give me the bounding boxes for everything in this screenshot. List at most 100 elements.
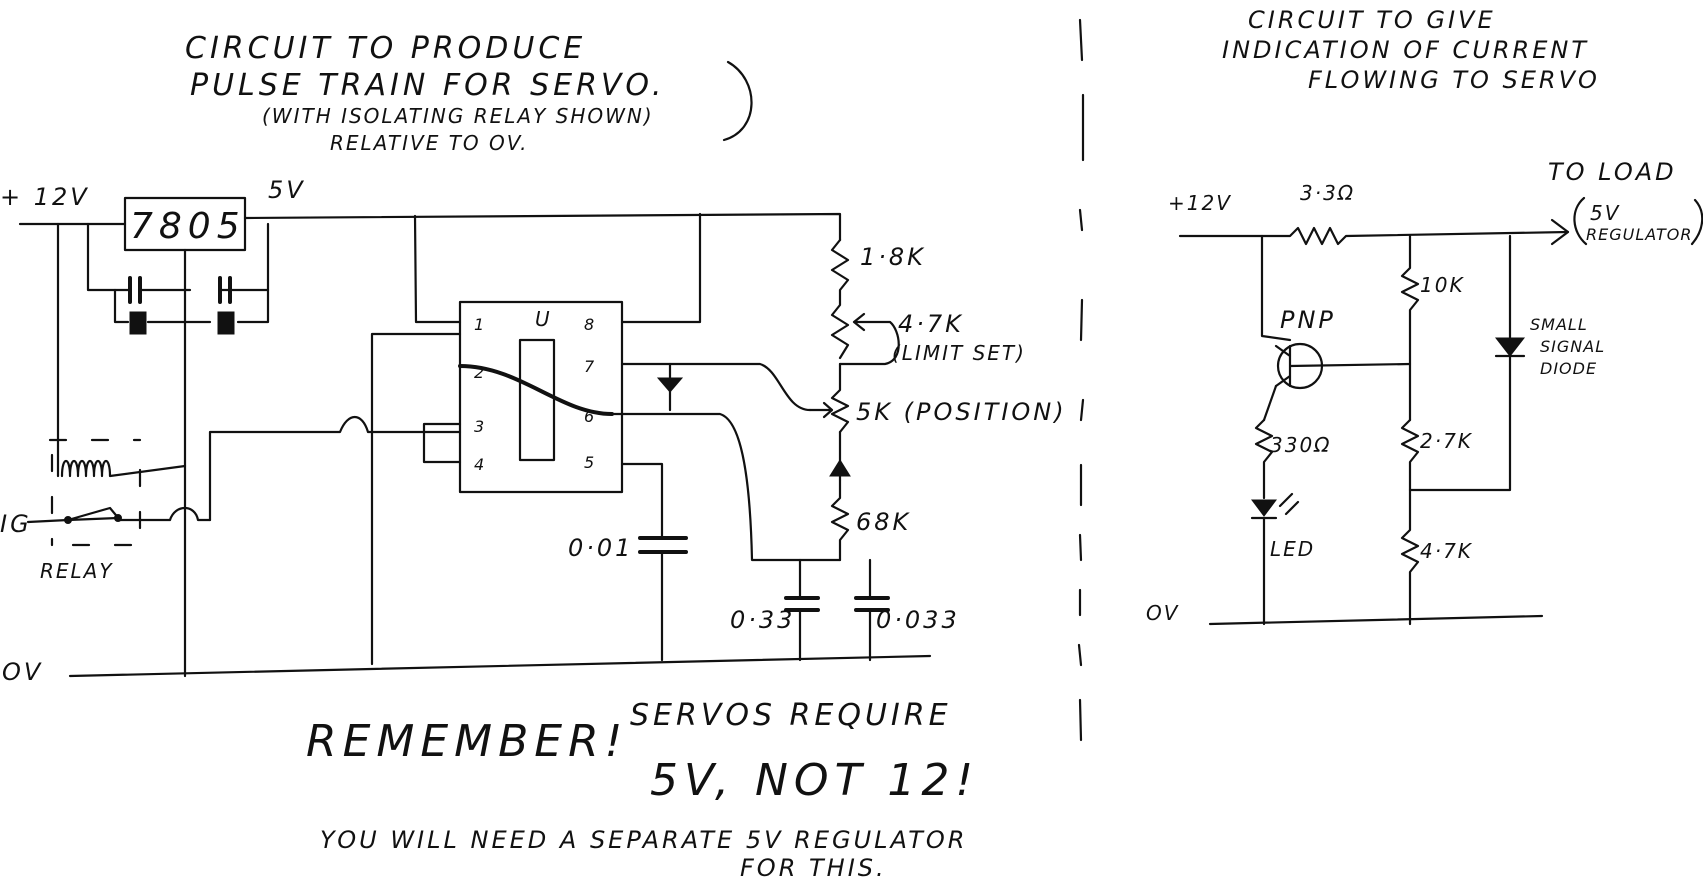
right-title-line3: FLOWING TO SERVO — [1308, 66, 1600, 94]
ic-pin-5: 5 — [584, 453, 595, 472]
ic-pin-2: 2 — [474, 363, 485, 382]
ic-pin-3: 3 — [474, 417, 485, 436]
pot-limit-label: 4·7K — [898, 310, 964, 338]
pin7-diode-symbol — [656, 377, 684, 393]
signal-diode-symbol — [1494, 337, 1526, 357]
cap-left-label: 0·33 — [730, 606, 795, 634]
cap-001 — [638, 536, 688, 554]
ic-pin-1: 1 — [474, 315, 485, 334]
ic-label-box — [518, 338, 556, 462]
load-note-line1: 5V — [1590, 201, 1620, 225]
left-title-line3: (WITH ISOLATING RELAY SHOWN) — [262, 104, 654, 128]
relay-enclosure — [48, 438, 142, 547]
relay-tag: IG — [0, 510, 32, 538]
rail-to-pin1 — [413, 214, 462, 324]
resistor-27k-label: 2·7K — [1420, 429, 1473, 453]
transistor-label: PNP — [1280, 306, 1336, 334]
cap-plate-b — [218, 276, 232, 304]
regulator-label: 7805 — [130, 206, 246, 247]
right-title-line2: INDICATION OF CURRENT — [1222, 36, 1589, 64]
page-divider — [1077, 18, 1085, 742]
pot-position — [830, 362, 850, 434]
relay-contact-dot-b — [114, 514, 122, 522]
timing-cap-ground — [798, 608, 872, 662]
servos-note: SERVOS REQUIRE — [630, 698, 952, 733]
pin2-pin6-link — [458, 364, 614, 416]
resistor-27k — [1400, 418, 1420, 492]
emitter-wire — [1260, 234, 1292, 342]
resistor-10k — [1400, 234, 1420, 422]
left-circuit: CIRCUIT TO PRODUCE PULSE TRAIN FOR SERVO… — [0, 31, 1067, 686]
resistor-10k-label: 10K — [1420, 273, 1465, 297]
right-ground-label: OV — [1146, 601, 1179, 625]
led-symbol — [1251, 499, 1277, 517]
ic-pin-4: 4 — [474, 455, 485, 474]
diode-note-line1: SMALL — [1530, 315, 1588, 334]
relay-contact-dot-a — [64, 516, 72, 524]
pin5-wire — [620, 462, 664, 538]
chain-diode-symbol — [829, 459, 851, 477]
led-bar — [1250, 492, 1300, 626]
right-ground-rail — [1208, 614, 1544, 626]
timing-cap-left — [784, 596, 820, 612]
resistor-330-label: 330Ω — [1270, 433, 1331, 457]
resistor-330 — [1254, 418, 1274, 500]
cap-right-label: 0·033 — [876, 606, 960, 634]
left-title-line4: RELATIVE TO OV. — [330, 131, 529, 155]
tantalum-cap-b — [217, 311, 235, 335]
load-note-line2: REGULATOR — [1586, 225, 1693, 244]
resistor-1k8-label: 1·8K — [860, 243, 926, 271]
resistor-47k-label: 4·7K — [1420, 539, 1473, 563]
load-arrow — [1550, 218, 1570, 246]
left-supply-label: + 12V — [0, 183, 90, 211]
pin6-wire — [610, 412, 842, 562]
cap-plate-a — [128, 276, 142, 304]
tantalum-cap-a — [129, 311, 147, 335]
right-title-line1: CIRCUIT TO GIVE — [1248, 6, 1496, 34]
pnp-leads — [1274, 344, 1412, 388]
right-supply-label: +12V — [1168, 191, 1232, 215]
ic-pin-6: 6 — [584, 407, 595, 426]
remember-note: REMEMBER! — [306, 716, 628, 767]
pot-position-label: 5K (POSITION) — [856, 398, 1067, 426]
pot-limit-wiper — [838, 312, 900, 366]
five-volt-rail — [243, 212, 842, 242]
relay-coil — [60, 459, 187, 478]
right-supply-rail — [1178, 226, 1570, 246]
diode-note-line3: DIODE — [1540, 359, 1597, 378]
resistor-68k — [830, 478, 850, 562]
cap-bottom-row — [113, 288, 270, 324]
left-title-line1: CIRCUIT TO PRODUCE — [185, 31, 586, 66]
ic-555 — [458, 300, 624, 494]
resistor-47k — [1400, 488, 1420, 626]
ground-rail — [68, 654, 932, 678]
timing-cap-wire — [798, 558, 872, 600]
pin4-loop — [422, 422, 462, 464]
voltage-note: 5V, NOT 12! — [650, 755, 979, 806]
shunt-label: 3·3Ω — [1300, 181, 1355, 205]
rail-to-pin8 — [620, 212, 702, 324]
ground-feed — [370, 332, 462, 666]
left-title-line2: PULSE TRAIN FOR SERVO. — [190, 68, 665, 103]
resistor-68k-label: 68K — [856, 508, 911, 536]
separate-note-line2: FOR THIS. — [740, 854, 887, 878]
pot-position-arrow — [808, 401, 834, 419]
right-circuit: CIRCUIT TO GIVE INDICATION OF CURRENT FL… — [1146, 6, 1703, 626]
resistor-1k8 — [830, 238, 850, 360]
relay-label: RELAY — [40, 559, 114, 583]
collector-wire — [1262, 384, 1278, 422]
pin7-wire — [620, 362, 812, 412]
notes: REMEMBER! SERVOS REQUIRE 5V, NOT 12! YOU… — [306, 698, 979, 878]
timing-cap-right — [854, 596, 890, 612]
separate-note-line1: YOU WILL NEED A SEPARATE 5V REGULATOR — [320, 826, 967, 854]
regulator-output-label: 5V — [268, 176, 306, 204]
relay-to-trigger — [208, 415, 462, 522]
load-bracket — [1573, 196, 1703, 246]
ic-pin-8: 8 — [584, 315, 595, 334]
led-label: LED — [1270, 537, 1315, 561]
ic-mark: U — [535, 307, 552, 331]
left-ground-label: OV — [2, 658, 43, 686]
pot-limit-note: (LIMIT SET) — [892, 341, 1026, 365]
title-bracket — [722, 60, 753, 142]
